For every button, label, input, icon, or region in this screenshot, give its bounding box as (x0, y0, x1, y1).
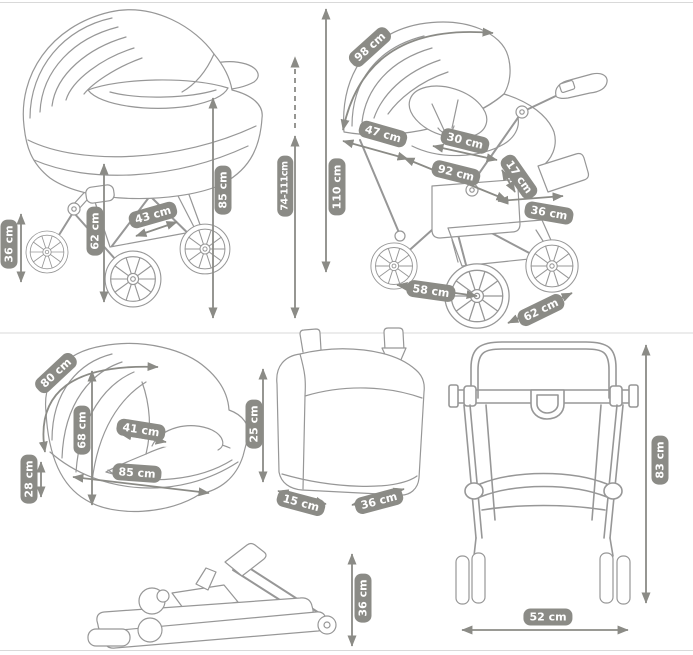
dim-label-carrycot-height: 68 cm (73, 405, 91, 455)
dim-label-carrycot-length: 85 cm (111, 462, 163, 484)
dim-label-folded-height: 36 cm (354, 573, 372, 623)
dim-label-pram-carrycot-height: 85 cm (214, 165, 232, 215)
wheel-drawing (104, 250, 162, 308)
pram-side-view-drawing (22, 9, 263, 308)
folded-frame-drawing (87, 542, 337, 649)
dim-label-bag-height: 25 cm (245, 399, 263, 449)
dim-label-pram-handle-range: 74-111cm (277, 155, 293, 217)
dim-label-pram-chassis-height: 62 cm (86, 206, 104, 256)
wheel-drawing (525, 239, 579, 293)
bag-drawing (276, 327, 425, 496)
frame-front-view-drawing (448, 341, 639, 605)
dim-label-frame-width: 52 cm (523, 608, 573, 626)
dim-label-carrycot-depth: 28 cm (20, 454, 38, 504)
wheel-drawing (179, 223, 231, 275)
dim-label-pram-wheel-height: 36 cm (0, 219, 18, 269)
dim-label-pushchair-total-height: 110 cm (328, 158, 346, 216)
dim-label-frame-height: 83 cm (651, 435, 669, 485)
wheel-drawing (25, 230, 69, 274)
